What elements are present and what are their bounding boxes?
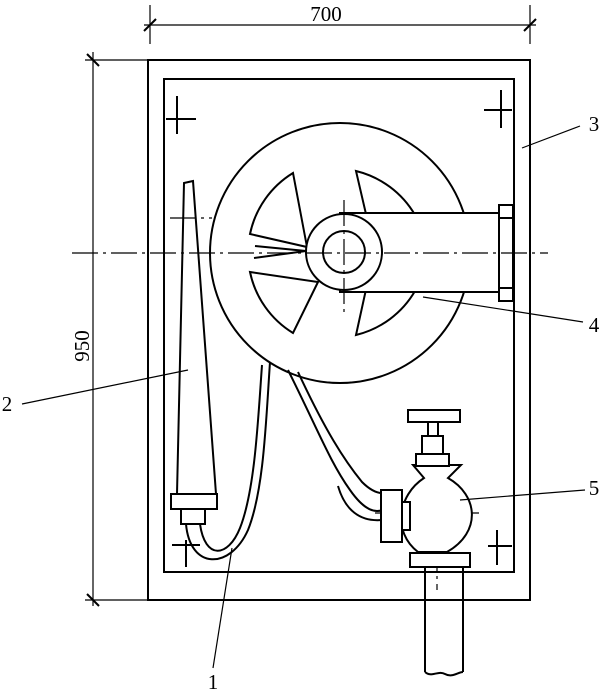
callout-1: 1	[208, 670, 219, 691]
corner-marks	[166, 90, 512, 567]
hose	[185, 361, 387, 561]
nozzle	[170, 179, 218, 525]
callout-4: 4	[589, 313, 600, 337]
width-dimension: 700	[143, 2, 537, 44]
callout-2: 2	[2, 392, 13, 416]
height-dimension: 950	[70, 52, 148, 607]
cabinet	[147, 59, 531, 601]
fire-valve	[380, 409, 473, 677]
width-dimension-label: 700	[310, 2, 342, 26]
height-dimension-label: 950	[70, 330, 94, 362]
leader-lines	[21, 125, 586, 669]
callout-5: 5	[589, 476, 600, 500]
callout-3: 3	[589, 112, 600, 136]
